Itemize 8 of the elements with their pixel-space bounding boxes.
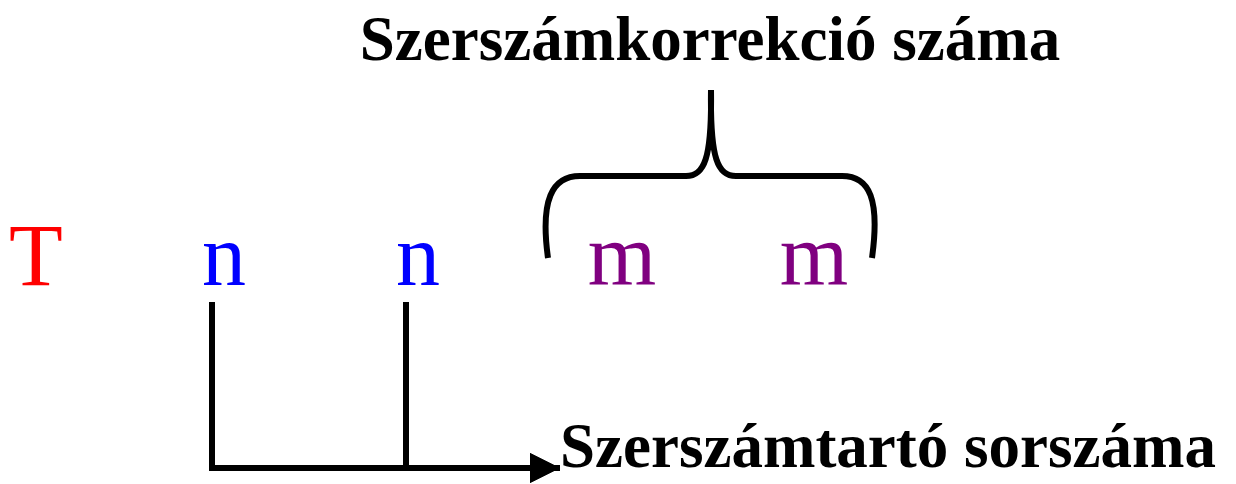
code-letter: T bbox=[9, 212, 63, 300]
arrow bbox=[403, 302, 560, 483]
caption-text: Szerszámtartó sorszáma bbox=[560, 414, 1216, 478]
brace-label: Szerszámkorrekció száma bbox=[359, 8, 1061, 71]
code-letter: n bbox=[202, 212, 246, 300]
code-letter: m bbox=[779, 212, 849, 300]
code-letter: n bbox=[396, 212, 440, 300]
code-letter: m bbox=[587, 212, 657, 300]
